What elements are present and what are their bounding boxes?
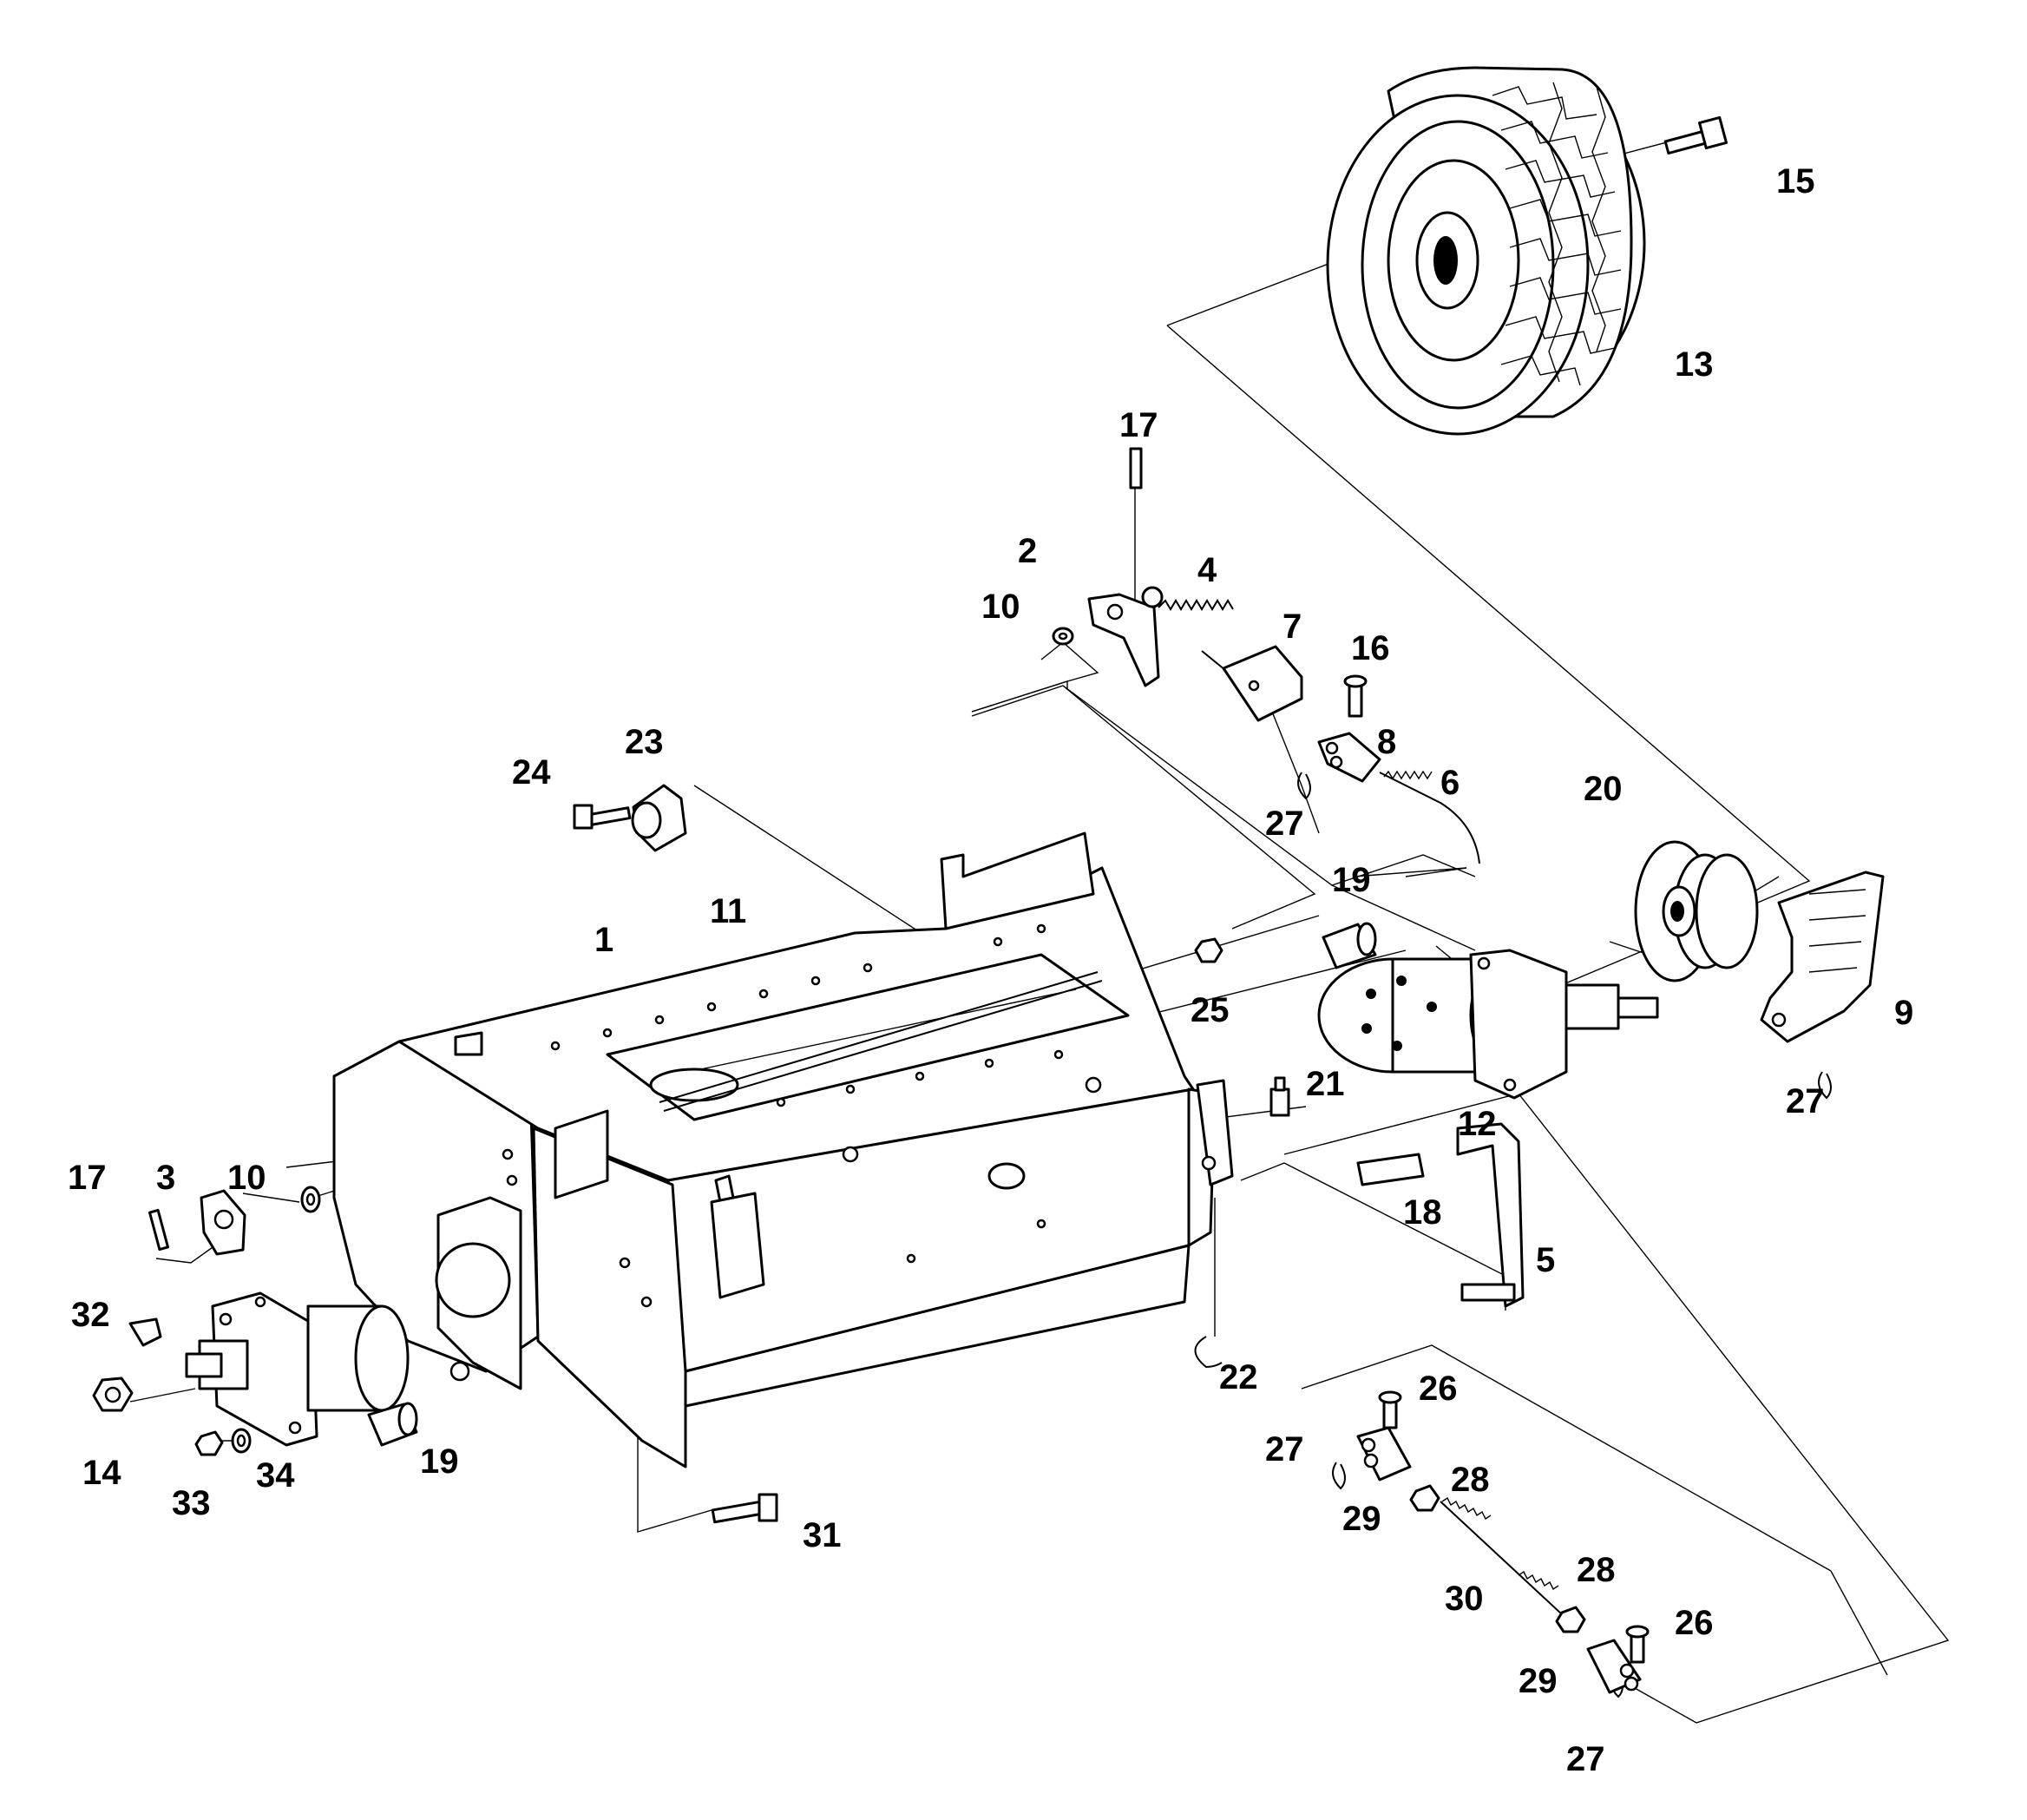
callout-29-upper: 29 <box>1342 1500 1381 1538</box>
callout-18: 18 <box>1403 1193 1442 1232</box>
callout-2: 2 <box>1018 532 1037 570</box>
pulley-20 <box>1634 840 1759 982</box>
callout-26-upper: 26 <box>1419 1370 1458 1408</box>
callout-25: 25 <box>1191 991 1230 1029</box>
callout-28-lower: 28 <box>1577 1551 1616 1589</box>
callout-20: 20 <box>1584 770 1623 808</box>
callout-6: 6 <box>1440 764 1460 802</box>
callout-22: 22 <box>1219 1358 1258 1396</box>
nut-28-a <box>1409 1484 1440 1512</box>
callout-11: 11 <box>710 892 746 930</box>
callout-28-upper: 28 <box>1451 1461 1490 1499</box>
circlip-22 <box>1194 1336 1223 1369</box>
washer-10-top <box>1052 627 1074 646</box>
callout-27-right: 27 <box>1786 1082 1825 1120</box>
callout-33: 33 <box>172 1484 211 1522</box>
key-32 <box>128 1317 162 1347</box>
bracket-3 <box>200 1189 246 1256</box>
nut-28-b <box>1555 1606 1586 1633</box>
callout-19-left: 19 <box>420 1442 459 1481</box>
pin-26-a <box>1378 1390 1402 1429</box>
callout-9: 9 <box>1894 994 1913 1032</box>
washer-10-left <box>300 1186 321 1213</box>
callout-27-lower: 27 <box>1566 1740 1605 1778</box>
pin-17-top <box>1129 447 1143 489</box>
callout-12: 12 <box>1458 1105 1497 1143</box>
shaft-11 <box>659 971 1103 1112</box>
bushing-19-right <box>1322 922 1377 969</box>
clevis-7 <box>1201 645 1303 722</box>
pin-17-left <box>148 1208 170 1252</box>
nut-33 <box>194 1430 224 1456</box>
callout-27-mid: 27 <box>1265 1430 1304 1468</box>
callout-labels: 1 2 3 4 5 6 7 8 9 10 10 11 12 13 14 15 1… <box>68 162 1913 1778</box>
bushing-19-left <box>367 1402 418 1447</box>
cable-6 <box>1379 770 1480 864</box>
callout-5: 5 <box>1536 1241 1555 1279</box>
clip-27-a <box>1297 772 1311 800</box>
lever-5 <box>1456 1122 1525 1308</box>
callout-30: 30 <box>1445 1580 1484 1618</box>
hydraulic-motor-left <box>185 1291 410 1447</box>
callout-16: 16 <box>1351 629 1390 667</box>
pin-26-b <box>1625 1625 1650 1664</box>
callout-19-right: 19 <box>1332 861 1371 899</box>
nut-25 <box>1194 937 1223 963</box>
callout-21: 21 <box>1306 1065 1345 1103</box>
bolt-31 <box>711 1493 778 1524</box>
washer-34 <box>231 1428 252 1454</box>
clip-27-b <box>1818 1071 1832 1100</box>
callout-7: 7 <box>1282 608 1302 646</box>
callout-34: 34 <box>256 1456 295 1495</box>
callout-10-left: 10 <box>227 1159 266 1197</box>
callout-14: 14 <box>82 1454 121 1492</box>
callout-4: 4 <box>1197 551 1217 589</box>
rod-30 <box>1440 1496 1563 1615</box>
callout-13: 13 <box>1675 345 1714 384</box>
callout-17-left: 17 <box>68 1159 107 1197</box>
callout-24: 24 <box>512 753 551 792</box>
callout-32: 32 <box>71 1296 110 1334</box>
wheel-tire <box>1326 66 1646 436</box>
callout-31: 31 <box>803 1516 842 1554</box>
callout-26-lower: 26 <box>1675 1604 1714 1642</box>
callout-29-lower: 29 <box>1519 1662 1558 1700</box>
bolt-15 <box>1663 115 1728 155</box>
callout-10-top: 10 <box>981 588 1020 626</box>
belt-guard-9 <box>1760 871 1885 1043</box>
pin-16 <box>1343 674 1368 718</box>
spring-4 <box>1158 599 1234 611</box>
grease-fitting-21 <box>1269 1076 1290 1117</box>
callout-3: 3 <box>156 1159 175 1197</box>
hydraulic-motor-right <box>1317 949 1659 1100</box>
bearing-flange-23 <box>631 784 687 852</box>
clevis-8 <box>1317 732 1381 783</box>
key-18 <box>1356 1153 1425 1186</box>
callout-17-top: 17 <box>1119 406 1158 444</box>
callout-1: 1 <box>594 921 613 959</box>
callout-27-upper: 27 <box>1265 805 1304 843</box>
clevis-29-a <box>1356 1426 1412 1482</box>
clip-27-c <box>1332 1462 1346 1490</box>
callout-23: 23 <box>625 723 664 761</box>
nut-14 <box>92 1376 134 1412</box>
bolt-24 <box>573 804 632 830</box>
lever-2 <box>1087 586 1164 687</box>
callout-8: 8 <box>1377 723 1396 761</box>
clevis-29-b <box>1586 1639 1642 1694</box>
main-frame <box>332 831 1234 1468</box>
callout-15: 15 <box>1776 162 1815 200</box>
